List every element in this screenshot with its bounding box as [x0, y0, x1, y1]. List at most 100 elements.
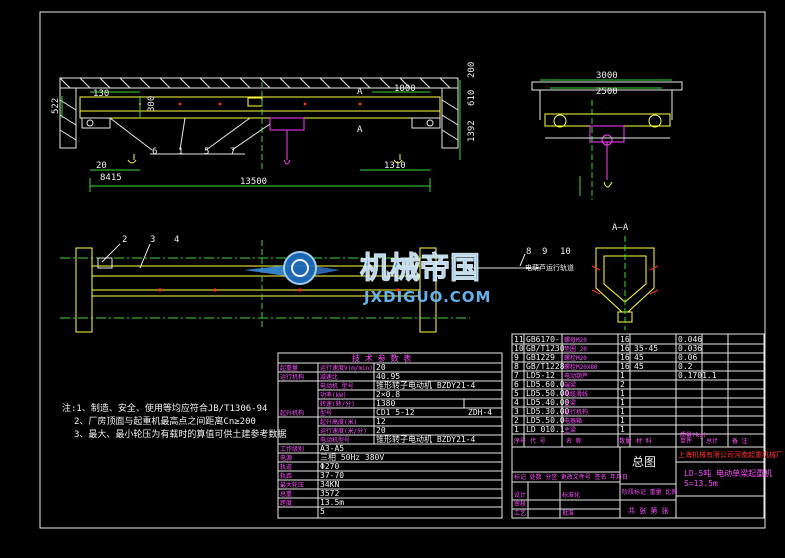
front-dimension-labels: 130 522 300 1000 200 1392 610 13500 1310…	[51, 62, 477, 187]
standard-label: 标准化	[562, 491, 580, 499]
callout-6: 6	[152, 147, 157, 157]
part-name: 运行机构	[564, 408, 588, 416]
part-name: 垫圈 20	[564, 345, 587, 353]
part-index: 7	[514, 371, 519, 380]
part-name: 电动葫芦	[564, 372, 588, 380]
control-box	[247, 97, 263, 107]
spec-row-value: 20	[376, 426, 386, 435]
part-qty: 16	[620, 344, 630, 353]
column-hatch	[59, 99, 459, 141]
callout-5: 5	[204, 147, 209, 157]
spec-row-label: 电动机 型号	[320, 382, 354, 390]
parts-header-cell: 单件	[680, 437, 692, 445]
parts-header-cell: 名 称	[566, 437, 582, 445]
title-block-grid	[511, 446, 765, 519]
ceiling-hatch	[59, 77, 451, 89]
section-mark-a-top: A	[357, 87, 363, 97]
front-view	[59, 77, 461, 192]
side-hook-icon	[603, 181, 613, 188]
part-weight: 0.036	[678, 344, 702, 353]
right-wheel	[648, 114, 662, 128]
part-index: 10	[514, 344, 524, 353]
watermark: 机械帝国 JXDIGUO.COM	[244, 251, 491, 306]
part-index: 4	[514, 398, 519, 407]
part-code: LD5.30.00	[526, 407, 570, 416]
part-code: LD5.50.00	[526, 389, 570, 398]
spec-row-value: 5	[320, 507, 325, 516]
notes: 注:1、制造、安全、使用等均应符合JB/T1306-94 2、厂房顶面与起重机最…	[62, 402, 286, 440]
parts-header-cell: 序号	[514, 437, 526, 445]
spec-row-group: 轨道	[280, 463, 292, 471]
spec-row-label: 转速(转/分)	[320, 400, 355, 408]
part-qty: 16	[620, 362, 630, 371]
rail-label: 电葫芦运行轨道	[525, 263, 574, 272]
dim-200: 200	[467, 62, 477, 78]
gear-icon	[283, 251, 317, 285]
dim-2500: 2500	[596, 87, 618, 97]
part-weight: 0.1701.1	[678, 371, 717, 380]
part-name: 主梁	[564, 399, 576, 407]
craft-label: 工艺	[514, 509, 526, 517]
spec-row-label: 减速比	[320, 373, 338, 381]
part-code: LD5.40.00	[526, 398, 570, 407]
spec-row-label: 功率(kW)	[320, 391, 346, 399]
part-index: 2	[514, 416, 519, 425]
part-qty: 1	[620, 389, 625, 398]
callout-4: 4	[174, 235, 179, 245]
part-index: 9	[514, 353, 519, 362]
dim-13500: 13500	[240, 177, 267, 187]
parts-header-cell: 数量	[619, 437, 631, 445]
spec-row-value: 34KN	[320, 480, 339, 489]
spec-row-group: 起升机构	[280, 409, 304, 417]
callout-8: 8	[526, 247, 531, 257]
parts-table-grid	[511, 333, 765, 448]
spec-row-group: 起重量	[280, 364, 298, 372]
design-label: 设计	[514, 491, 526, 499]
spec-row-label: 起升高度(米)	[320, 418, 357, 426]
spec-row-label: 运行速度V(m/min)	[320, 364, 373, 372]
spec-row-value: 锥形转子电动机 BZDY21-4	[376, 434, 476, 444]
section-mark-a-bottom: A	[357, 125, 363, 135]
part-index: 3	[514, 407, 519, 416]
spec-table-grid	[277, 352, 503, 519]
side-dimension-labels: 3000 2500	[596, 71, 618, 97]
part-name: 螺母M20	[564, 336, 587, 344]
spec-row-value: 3572	[320, 489, 339, 498]
spec-row-value: 37-70	[320, 471, 344, 480]
sheet-row: 共 张 第 张	[628, 506, 669, 515]
dim-610: 610	[467, 90, 477, 106]
part-code: GB6170-	[526, 335, 560, 344]
dim-20: 20	[96, 161, 107, 171]
callout-1: 1	[178, 147, 183, 157]
part-name: 螺栓M20	[564, 354, 587, 362]
watermark-url: JXDIGUO.COM	[363, 288, 491, 306]
title-block-text: 总图 上海机械有限公司河南起重机械厂 LD-5吨 电动单梁起重机 S=13.5m…	[514, 450, 783, 517]
spec-row-value: A3-A5	[320, 444, 344, 453]
spec-row-group: 电源	[280, 454, 292, 462]
left-wheel	[553, 114, 567, 128]
spec-row-value: 40.95	[376, 372, 400, 381]
callout-3: 3	[150, 235, 155, 245]
note-2: 2、厂房顶面与起重机最高点之间距离Cn≥200	[74, 415, 256, 427]
part-material: 35-45	[634, 344, 658, 353]
spec-row-group: 工作级别	[280, 445, 304, 453]
callout-7: 7	[230, 147, 235, 157]
part-qty: 1	[620, 416, 625, 425]
part-qty: 1	[620, 407, 625, 416]
spec-row-value: 锥形转子电动机 BZDY21-4	[376, 380, 476, 390]
part-code: LD5-12	[526, 371, 555, 380]
plan-girder	[91, 265, 421, 277]
spec-row-value: 三相 50Hz 380V	[320, 452, 384, 462]
part-name: 电器箱	[564, 417, 582, 425]
part-weight: 0.046	[678, 335, 702, 344]
side-hoist	[589, 125, 625, 143]
parts-header-cell: 材 料	[636, 437, 652, 445]
part-qty: 1	[620, 398, 625, 407]
electric-hoist	[269, 117, 305, 131]
part-material: 45	[634, 362, 644, 371]
dim-300: 300	[147, 96, 157, 112]
spec-row-label: 电动机型号	[320, 436, 350, 444]
